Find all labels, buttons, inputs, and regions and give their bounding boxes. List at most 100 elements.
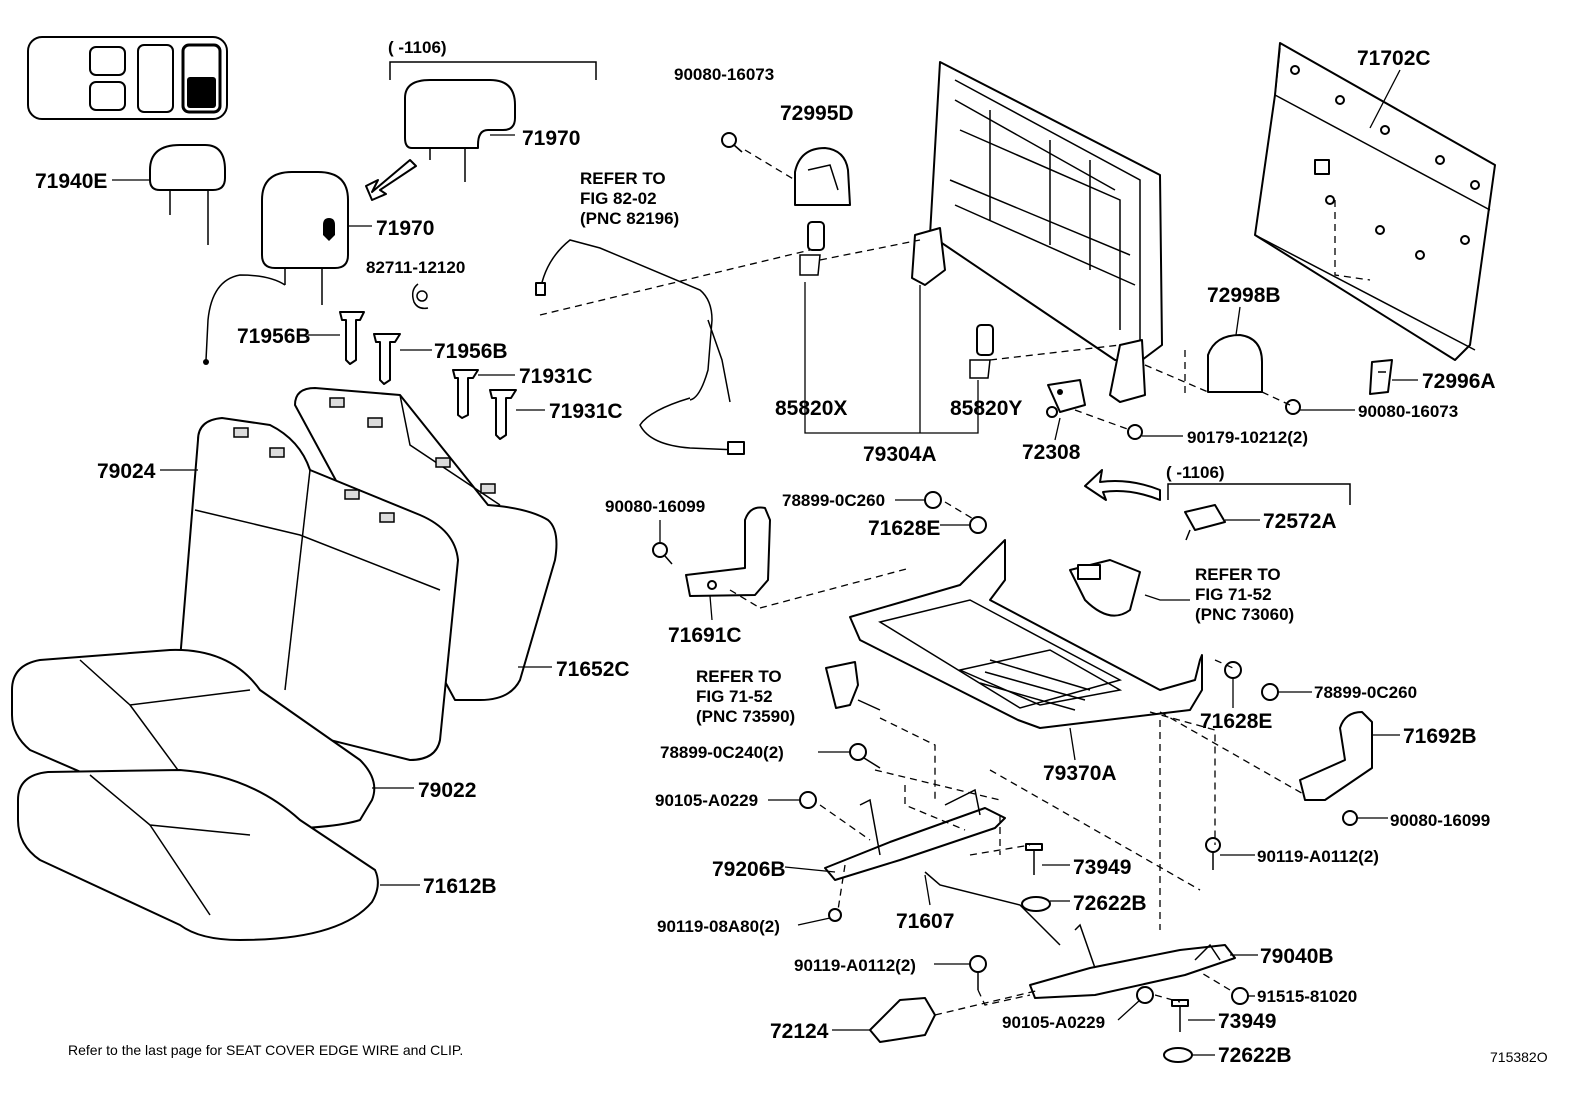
- bracket-79206B: [824, 788, 1006, 881]
- label-82711-12120: 82711-12120: [366, 258, 465, 277]
- label-85820X: 85820X: [775, 397, 847, 420]
- headrest-date-bracket: ( -1106): [388, 38, 597, 80]
- label-71956B-b: 71956B: [434, 340, 508, 363]
- bolt-90119-08A80: [828, 908, 842, 922]
- bracket-72996A: [1369, 359, 1393, 395]
- label-90080-16099-right: 90080-16099: [1390, 811, 1490, 830]
- label-71628E-b: 71628E: [1200, 710, 1272, 733]
- direction-arrow-headrest: [365, 159, 417, 201]
- bolt-90080-16099-left: [652, 542, 673, 565]
- part-labels: 71702C 72995D 90080-16073 71970 71940E 7…: [35, 47, 1548, 1067]
- label-73949-b: 73949: [1218, 1010, 1276, 1033]
- hinge-72308: [1046, 379, 1086, 418]
- label-78899-0C260-a: 78899-0C260: [782, 491, 885, 510]
- bolt-78899-0C240: [849, 743, 881, 769]
- cushion-cover-71612B: [17, 769, 379, 941]
- label-79024: 79024: [97, 460, 156, 483]
- headrest-supports: [339, 311, 517, 440]
- label-79040B: 79040B: [1260, 945, 1334, 968]
- seat-position-icon: [27, 36, 228, 120]
- label-71931C-b: 71931C: [549, 400, 623, 423]
- refer-73060-line3: (PNC 73060): [1195, 605, 1294, 624]
- bracket-72572A: [1167, 483, 1351, 541]
- refer-82196-line2: FIG 82-02: [580, 189, 657, 208]
- label-90179-10212: 90179-10212(2): [1187, 428, 1308, 447]
- cover-72124: [869, 997, 936, 1043]
- label-72622B-a: 72622B: [1073, 892, 1147, 915]
- figure-id: 715382O: [1490, 1049, 1548, 1065]
- bolt-90119-A0112-b: [969, 955, 987, 990]
- bumper-72622B-a: [1021, 896, 1051, 912]
- label-71702C: 71702C: [1357, 47, 1431, 70]
- headrest-71940E: [149, 144, 226, 245]
- assembly-dashes: [539, 149, 1371, 1016]
- label-91515-81020: 91515-81020: [1257, 987, 1357, 1006]
- seatback-frame-79304A: [911, 61, 1163, 403]
- label-79022: 79022: [418, 779, 476, 802]
- bumper-72622B-b: [1163, 1047, 1193, 1063]
- label-71691C: 71691C: [668, 624, 742, 647]
- label-90080-16073-right: 90080-16073: [1358, 402, 1458, 421]
- bolt-90105-A0229-b: [1136, 986, 1154, 1004]
- label-71628E-a: 71628E: [868, 517, 940, 540]
- label-72622B-b: 72622B: [1218, 1044, 1292, 1067]
- seatback-sensors: [799, 221, 994, 379]
- bolt-90105-A0229-a: [799, 791, 817, 809]
- svg-text:( -1106): ( -1106): [388, 38, 447, 57]
- cover-72998B: [1207, 334, 1263, 393]
- bushing-71628E-right: [1224, 661, 1242, 679]
- bolt-91515: [1231, 987, 1249, 1005]
- label-71612B: 71612B: [423, 875, 497, 898]
- label-90119-A0112-a: 90119-A0112(2): [1257, 847, 1379, 866]
- seatbelt-73590: [825, 661, 881, 711]
- label-85820Y: 85820Y: [950, 397, 1022, 420]
- leader-lines: [112, 69, 1418, 1056]
- direction-arrow-bracket: [1084, 469, 1161, 501]
- pin-73949-b: [1171, 999, 1189, 1032]
- headrest-71970-upper: [404, 79, 516, 182]
- refer-73590-line2: FIG 71-52: [696, 687, 773, 706]
- refer-82196-line3: (PNC 82196): [580, 209, 679, 228]
- label-71970-b: 71970: [376, 217, 434, 240]
- label-71956B-a: 71956B: [237, 325, 311, 348]
- label-79304A: 79304A: [863, 443, 937, 466]
- refer-82196-line1: REFER TO: [580, 169, 666, 188]
- label-72124: 72124: [770, 1020, 829, 1043]
- footer-note: Refer to the last page for SEAT COVER ED…: [68, 1042, 463, 1058]
- label-90080-16099-left: 90080-16099: [605, 497, 705, 516]
- label-71692B: 71692B: [1403, 725, 1477, 748]
- nut-90179: [1127, 424, 1143, 440]
- label-bracket-date: ( -1106): [1166, 463, 1225, 482]
- refer-73060-line1: REFER TO: [1195, 565, 1281, 584]
- hinge-71691C: [685, 506, 771, 597]
- refer-73060-line2: FIG 71-52: [1195, 585, 1272, 604]
- label-78899-0C240: 78899-0C240(2): [660, 743, 784, 762]
- bolt-90080-16073-top: [721, 132, 743, 153]
- label-72308: 72308: [1022, 441, 1081, 464]
- label-90119-A0112-b: 90119-A0112(2): [794, 956, 916, 975]
- label-71607: 71607: [896, 910, 954, 933]
- refer-73590-line3: (PNC 73590): [696, 707, 795, 726]
- label-71940E: 71940E: [35, 170, 107, 193]
- rod-71607: [924, 871, 1061, 946]
- wire-harness-82196: [535, 239, 745, 455]
- back-board-71702C: [1254, 42, 1496, 361]
- clip-82711: [411, 283, 429, 310]
- bolt-78899-0C260-right: [1261, 683, 1279, 701]
- bolt-90080-16073-right: [1285, 399, 1301, 415]
- bolt-90080-16099-right: [1342, 810, 1358, 826]
- label-78899-0C260-b: 78899-0C260: [1314, 683, 1417, 702]
- label-90119-08A80: 90119-08A80(2): [657, 917, 780, 936]
- label-72995D: 72995D: [780, 102, 854, 125]
- refer-73590-line1: REFER TO: [696, 667, 782, 686]
- label-71931C-a: 71931C: [519, 365, 593, 388]
- label-79370A: 79370A: [1043, 762, 1117, 785]
- label-73949-a: 73949: [1073, 856, 1131, 879]
- label-79206B: 79206B: [712, 858, 786, 881]
- cushion-frame-79370A: [849, 539, 1203, 729]
- headrest-71970-lower: [203, 171, 349, 365]
- label-72572A: 72572A: [1263, 510, 1337, 533]
- label-90080-16073-top: 90080-16073: [674, 65, 774, 84]
- label-90105-A0229-a: 90105-A0229: [655, 791, 758, 810]
